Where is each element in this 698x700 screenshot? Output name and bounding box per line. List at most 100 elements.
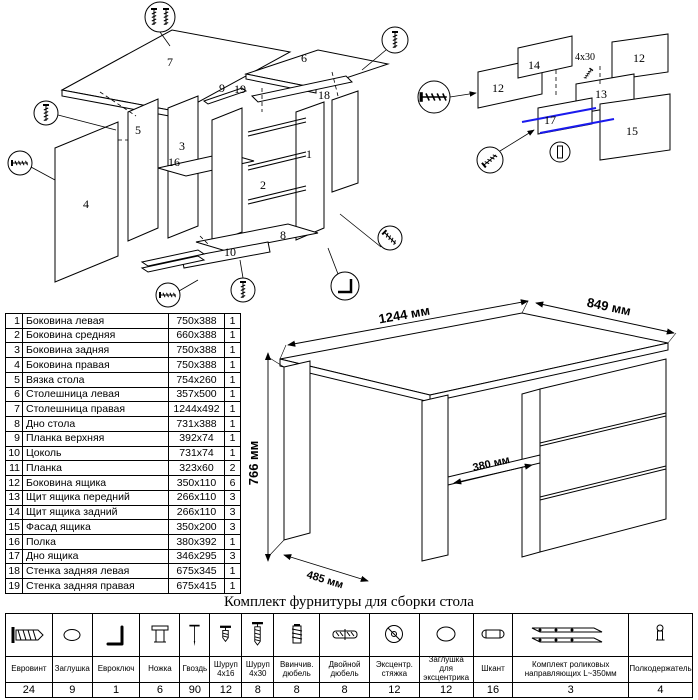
parts-size-cell: 750x388 [169,358,225,372]
screw-long-icon [242,614,274,657]
part-label-13: 13 [595,87,607,101]
parts-size-cell: 380x392 [169,535,225,549]
desk-exploded-view [54,29,390,283]
parts-n-cell: 8 [6,417,23,431]
parts-qty-cell: 1 [229,373,236,386]
hex-key-glyph [338,279,353,294]
hardware-item-qty: 6 [156,684,163,696]
hardware-item-name: Заглушка для эксцентрика [419,655,473,683]
drawer-rails [247,117,307,205]
dowel-glyph [557,145,563,159]
parts-qty-cell: 1 [229,358,236,371]
hardware-item-qty: 90 [188,684,201,696]
parts-size-cell: 392x74 [169,431,225,446]
parts-name-cell: Боковина правая [23,358,169,372]
roller-guide-part [140,249,206,267]
part-label-4: 4 [83,197,89,211]
parts-name-cell: Цоколь [23,446,169,461]
hardware-item-qty: 3 [567,684,574,696]
hardware-item-name: Шуруп 4x30 [242,657,274,683]
euro-screw-icon [6,614,52,657]
nail-icon [180,614,210,657]
parts-n-cell: 18 [6,564,23,579]
roller-guides-icon [513,614,628,657]
parts-qty-cell: 1 [229,565,236,578]
part-label-6: 6 [301,51,307,65]
part-label-1: 1 [306,147,312,161]
drawer-side-12-right [611,33,669,81]
parts-qty-cell: 1 [229,535,236,548]
parts-size-cell: 675x415 [169,579,225,593]
parts-n-cell: 6 [6,387,23,402]
parts-size-cell: 750x388 [169,314,225,328]
wood-dowel-icon [473,614,513,657]
parts-size-cell: 731x388 [169,417,225,431]
parts-size-cell: 1244x492 [169,402,225,417]
parts-n-cell: 5 [6,372,23,387]
callout-leaders-right [449,66,601,152]
exploded-diagrams: 7 6 19 18 5 3 16 2 1 4 9 10 8 [7,1,671,308]
part-label-7: 7 [167,55,173,69]
cam-cap-icon [419,614,473,657]
cap-icon [52,614,92,657]
part-label-16: 16 [168,155,180,169]
part-tie-5 [127,98,159,242]
parts-n-cell: 15 [6,520,23,535]
part-side-right-4 [54,121,119,283]
hardware-item-qty: 24 [22,684,36,696]
hardware-item-name: Гвоздь [180,657,210,683]
desk-body [279,312,669,562]
parts-n-cell: 14 [6,505,23,520]
parts-qty-cell: 1 [229,417,236,430]
parts-name-cell: Дно стола [23,417,169,431]
hardware-item-name: Комплект роликовых направляющих L~350мм [513,657,628,683]
part-label-18: 18 [318,88,330,102]
parts-name-cell: Боковина левая [23,314,169,328]
part-label-3: 3 [179,139,185,153]
parts-n-cell: 12 [6,476,23,490]
parts-size-cell: 754x260 [169,372,225,387]
parts-size-cell: 346x295 [169,549,225,564]
hardware-item-qty: 4 [657,684,664,696]
parts-qty-cell: 1 [229,329,236,342]
parts-name-cell: Планка [23,461,169,476]
callout-leaders-left [30,31,387,292]
part-label-19: 19 [234,82,246,96]
dim-width-label: 1244 мм [377,303,431,327]
hardware-item-qty: 1 [113,684,120,696]
hardware-item-name: Ввинчив. дюбель [274,657,320,683]
parts-size-cell: 266x110 [169,490,225,505]
drawer-blue-guides [521,107,615,134]
double-dowel-icon [320,614,369,657]
hardware-item-qty: 8 [254,684,261,696]
parts-qty-cell: 1 [229,447,236,460]
dimension-lines [264,299,677,582]
leg-icon [140,614,180,657]
part-back-panel-18 [331,90,359,193]
hardware-item-name: Евровинт [6,657,52,683]
parts-qty-cell: 1 [229,388,236,401]
part-side-left-1 [295,101,325,241]
parts-n-cell: 10 [6,446,23,461]
part-label-12b: 12 [633,51,645,65]
part-label-12a: 12 [492,81,504,95]
part-label-5: 5 [135,123,141,137]
